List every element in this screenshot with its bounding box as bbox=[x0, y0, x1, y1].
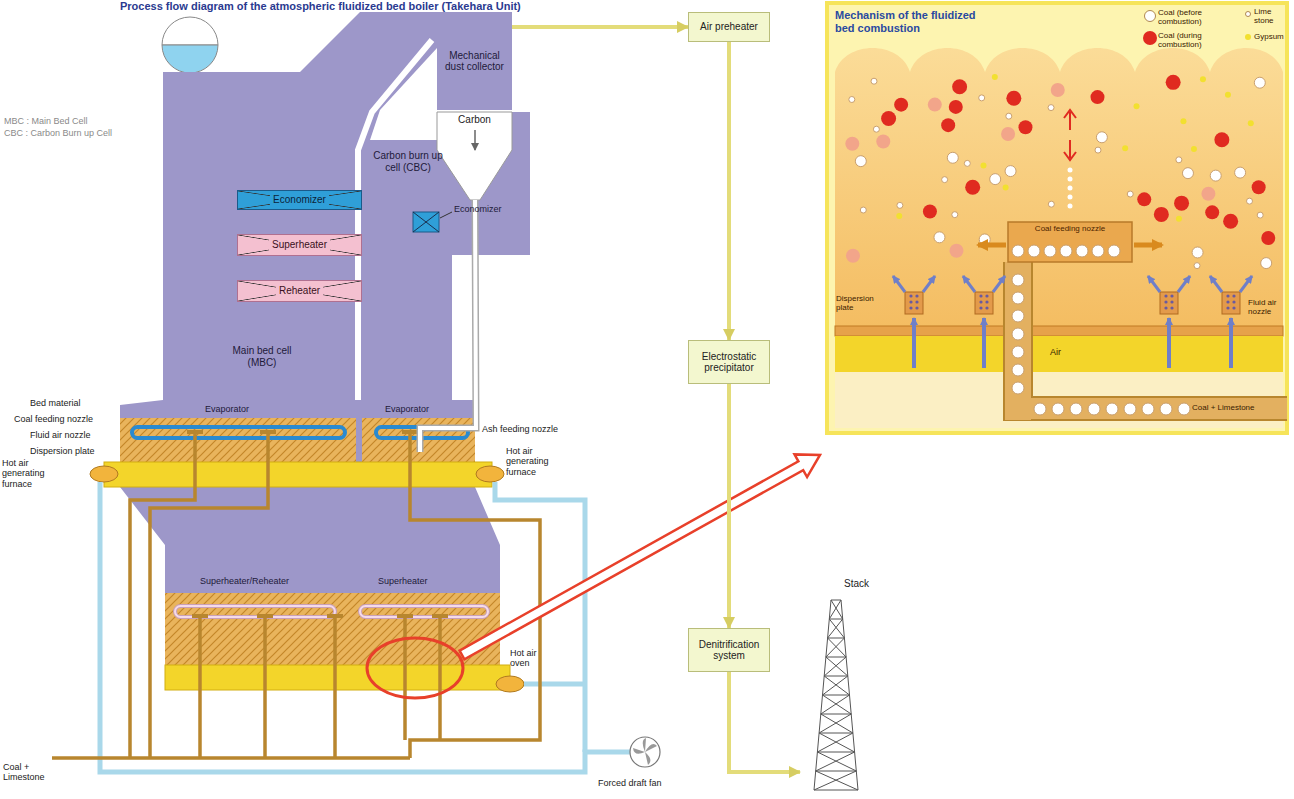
part-label: Ash feeding nozzle bbox=[482, 424, 558, 434]
process-box: Denitrification system bbox=[688, 628, 770, 672]
process-box: Air preheater bbox=[688, 12, 770, 42]
legend-text: Lime stone bbox=[1254, 7, 1290, 25]
legend-swatch bbox=[1245, 11, 1251, 17]
part-label: Evaporator bbox=[205, 404, 249, 414]
region-label: Carbon burn up cell (CBC) bbox=[368, 150, 448, 173]
part-label: Hot air oven bbox=[510, 648, 550, 669]
part-label: Dispersion plate bbox=[836, 294, 882, 312]
part-label: Economizer bbox=[454, 204, 502, 214]
stack: Stack bbox=[800, 578, 880, 790]
flow-arrow bbox=[729, 672, 800, 772]
part-label: Air bbox=[1050, 347, 1061, 357]
legend-text: Coal (before combustion) bbox=[1158, 8, 1240, 26]
node-text: Air preheater bbox=[700, 21, 758, 33]
node-text: Mechanical dust collector bbox=[441, 50, 508, 73]
node-text: Carbon bbox=[458, 114, 491, 126]
part-label: Superheater/Reheater bbox=[200, 576, 289, 586]
region-label: Main bed cell (MBC) bbox=[222, 345, 302, 368]
part-label: Dispersion plate bbox=[30, 446, 95, 456]
diagram-title: Process flow diagram of the atmospheric … bbox=[120, 0, 521, 13]
carbon-hopper: Carbon bbox=[437, 112, 512, 130]
node-text: Coal feeding nozzle bbox=[1035, 224, 1105, 233]
coal-feeding-nozzle: Coal feeding nozzle bbox=[1008, 222, 1132, 262]
label-note: MBC : Main Bed Cell bbox=[4, 116, 88, 126]
node-text: Electrostatic precipitator bbox=[693, 351, 765, 374]
node-text: Stack bbox=[844, 578, 869, 590]
legend-swatch bbox=[1144, 10, 1156, 22]
part-label: Coal + Limestone bbox=[1192, 403, 1254, 412]
part-label: Evaporator bbox=[385, 404, 429, 414]
node-text: Mechanism of the fluidized bed combustio… bbox=[835, 9, 995, 34]
node-text: Denitrification system bbox=[693, 639, 765, 662]
part-label: Coal feeding nozzle bbox=[14, 414, 93, 424]
process-box: Electrostatic precipitator bbox=[688, 340, 770, 384]
label-note: CBC : Carbon Burn up Cell bbox=[4, 128, 112, 138]
part-label: Coal + Limestone bbox=[3, 762, 49, 783]
part-label: Hot air generating furnace bbox=[506, 446, 564, 477]
inset-panel: Coal feeding nozzle Mechanism of the flui… bbox=[827, 3, 1287, 433]
part-label: Superheater bbox=[378, 576, 428, 586]
legend-swatch bbox=[1245, 34, 1251, 40]
node-text: Superheater bbox=[269, 239, 330, 251]
legend-text: Coal (during combustion) bbox=[1158, 31, 1240, 49]
node-text: Reheater bbox=[276, 285, 323, 297]
part-label: Fluid air nozzle bbox=[30, 430, 91, 440]
part-label: Hot air generating furnace bbox=[2, 458, 60, 489]
flow-arrow bbox=[727, 384, 731, 628]
economizer-box: Economizer bbox=[237, 190, 362, 210]
node-text: Economizer bbox=[270, 194, 329, 206]
flow-arrow bbox=[512, 25, 688, 29]
part-label: Fluid air nozzle bbox=[1248, 298, 1286, 316]
legend-swatch bbox=[1143, 31, 1157, 45]
flow-arrow bbox=[727, 42, 731, 340]
dust-collector: Mechanical dust collector bbox=[437, 12, 512, 110]
superheater-box: Superheater bbox=[237, 234, 362, 256]
reheater-box: Reheater bbox=[237, 280, 362, 302]
part-label: Bed material bbox=[30, 398, 81, 408]
part-label: Forced draft fan bbox=[598, 778, 662, 788]
legend-text: Gypsum bbox=[1254, 32, 1290, 41]
